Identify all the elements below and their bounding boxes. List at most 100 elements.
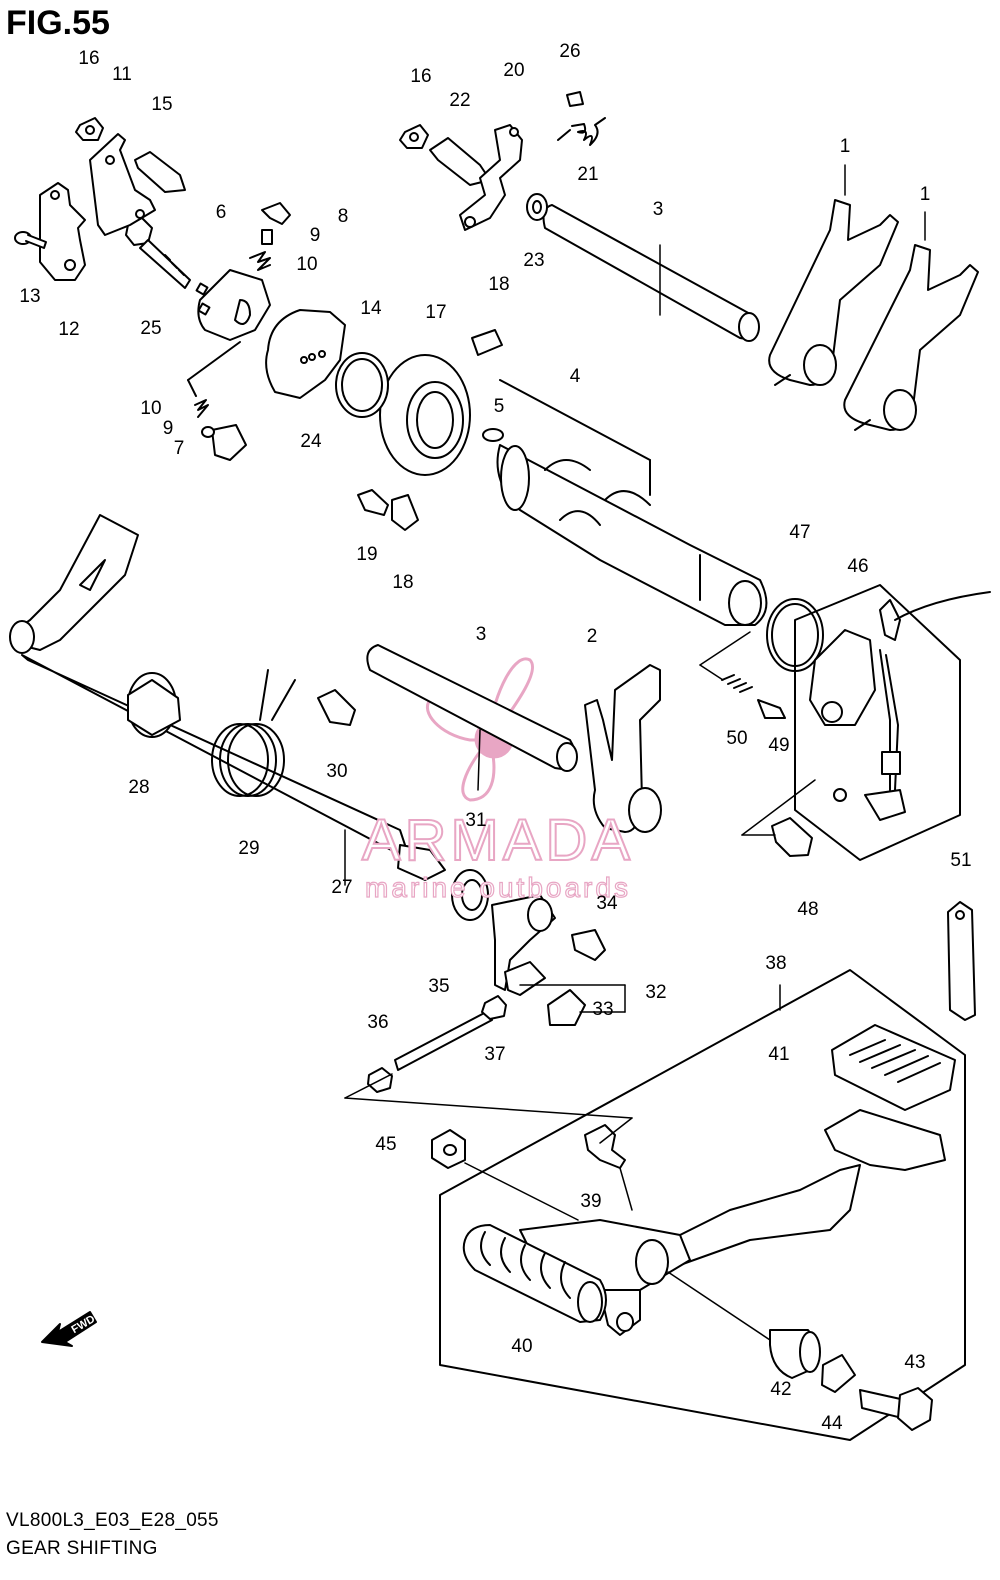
callout-1: 1 <box>920 184 931 205</box>
bushing-end <box>799 1331 821 1373</box>
callout-31: 31 <box>465 810 486 831</box>
washer-hole <box>532 200 542 214</box>
bolt <box>771 817 813 857</box>
callout-49: 49 <box>768 735 789 756</box>
callout-27: 27 <box>331 877 352 898</box>
nut-hole <box>443 1144 457 1156</box>
fork-shaft-upper <box>542 204 760 342</box>
callout-6: 6 <box>216 202 227 223</box>
pin <box>261 229 273 245</box>
forward-arrow-icon <box>41 1311 97 1347</box>
callout-12: 12 <box>58 319 79 340</box>
bolt <box>317 689 356 726</box>
callout-47: 47 <box>789 522 810 543</box>
shift-fork-1b <box>843 244 979 431</box>
callout-2: 2 <box>587 626 598 647</box>
callout-42: 42 <box>770 1379 791 1400</box>
callout-numbers: 1123345678991010111213141516161718181920… <box>19 41 971 1434</box>
pin <box>201 426 215 438</box>
callout-39: 39 <box>580 1191 601 1212</box>
washer <box>471 329 503 356</box>
callout-44: 44 <box>821 1413 843 1434</box>
callout-11: 11 <box>112 64 132 85</box>
callout-32: 32 <box>645 982 666 1003</box>
bolt <box>571 929 606 961</box>
leader-line <box>187 379 197 397</box>
ball-joint <box>547 989 586 1026</box>
return-spring <box>557 117 606 146</box>
callout-28: 28 <box>128 777 149 798</box>
cam-driven-gear <box>195 269 271 341</box>
callout-36: 36 <box>367 1012 388 1033</box>
o-ring <box>335 352 389 418</box>
callout-10: 10 <box>296 254 317 275</box>
figure-title: FIG.55 <box>6 4 110 42</box>
bore <box>527 898 553 932</box>
callout-15: 15 <box>151 94 172 115</box>
gear-position-switch <box>809 591 991 821</box>
washer <box>391 494 419 531</box>
hole <box>464 216 476 228</box>
callout-10: 10 <box>140 398 161 419</box>
ball-joint <box>504 961 546 996</box>
pin <box>482 428 504 442</box>
callout-13: 13 <box>19 286 40 307</box>
callout-51: 51 <box>950 850 971 871</box>
callout-29: 29 <box>238 838 259 859</box>
hole <box>64 259 76 271</box>
callout-19: 19 <box>356 544 377 565</box>
hole <box>135 209 145 219</box>
callout-3: 3 <box>653 199 664 220</box>
shift-arm <box>459 124 523 231</box>
watermark-brand: ARMADA <box>362 808 634 873</box>
footer-name: GEAR SHIFTING <box>6 1538 158 1559</box>
bearing <box>379 354 471 476</box>
callout-48: 48 <box>797 899 818 920</box>
foot-peg-rubber <box>462 1224 607 1323</box>
callout-43: 43 <box>904 1352 925 1373</box>
pawl <box>211 424 247 461</box>
pawl <box>261 202 291 225</box>
pedal-rubber <box>831 1024 956 1111</box>
callout-50: 50 <box>726 728 747 749</box>
contact-pin <box>757 699 786 719</box>
callout-5: 5 <box>494 396 505 417</box>
bolt <box>584 1124 626 1169</box>
lever-assembly-frame <box>439 969 966 1441</box>
shift-fork-2 <box>584 664 662 833</box>
hole <box>509 127 519 137</box>
callout-16: 16 <box>78 48 99 69</box>
hole <box>50 190 60 200</box>
bracket <box>947 901 976 1021</box>
callout-35: 35 <box>428 976 449 997</box>
callout-37: 37 <box>484 1044 505 1065</box>
callout-3: 3 <box>476 624 487 645</box>
callout-9: 9 <box>163 418 174 439</box>
return-spring <box>211 669 296 797</box>
callout-21: 21 <box>577 164 598 185</box>
callout-16: 16 <box>410 66 431 87</box>
gearshift-cam <box>496 444 768 626</box>
leader-line <box>499 379 651 461</box>
callout-9: 9 <box>310 225 321 246</box>
callout-34: 34 <box>596 893 618 914</box>
bolt <box>125 217 191 289</box>
washer <box>821 1354 856 1393</box>
sensor-frame <box>794 584 961 861</box>
bolt-head <box>897 1387 933 1431</box>
shift-cam-plate <box>39 182 86 281</box>
callout-38: 38 <box>765 953 786 974</box>
callout-45: 45 <box>375 1134 396 1155</box>
footer-code: VL800L3_E03_E28_055 <box>6 1510 219 1531</box>
fork-shaft-lower <box>366 644 578 772</box>
hole <box>955 910 965 920</box>
spring <box>249 251 271 271</box>
callout-46: 46 <box>847 556 868 577</box>
callout-23: 23 <box>523 250 544 271</box>
bolt <box>566 91 584 107</box>
callout-18: 18 <box>488 274 509 295</box>
shift-fork-1a <box>768 199 899 386</box>
leader-line <box>187 341 241 381</box>
